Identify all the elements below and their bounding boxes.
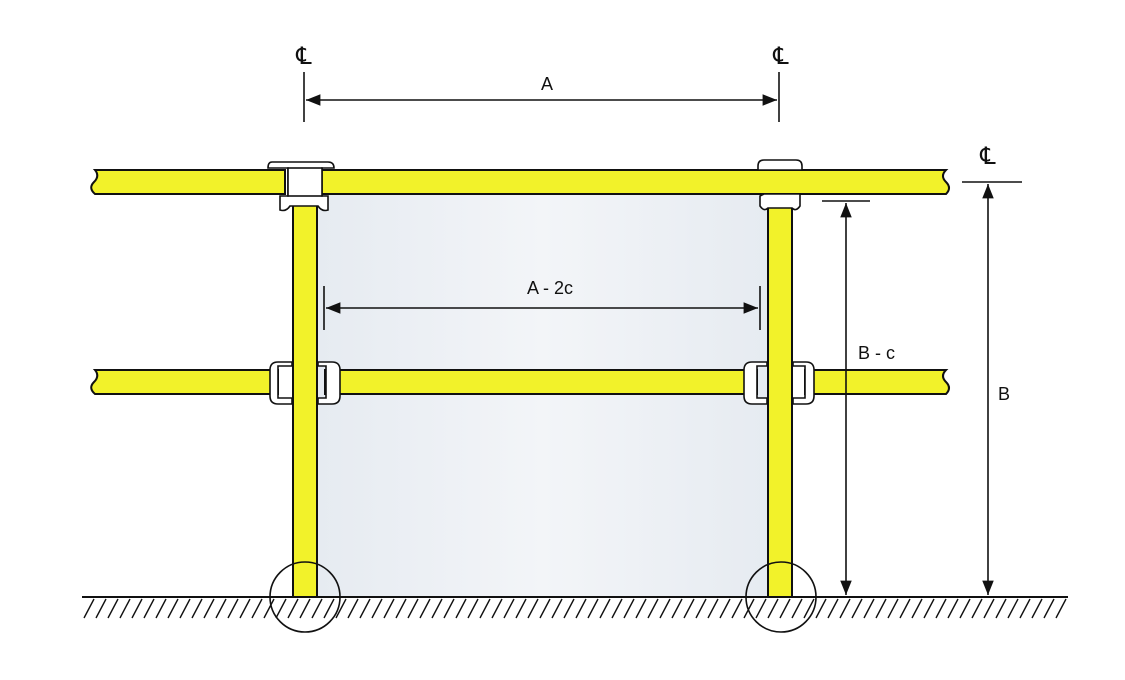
dimension-b-minus-c-label: B - c [858,343,895,363]
top-rail-centerline-symbol: ℄ [979,142,996,170]
dimension-b-label: B [998,384,1010,404]
left-post-centerline-symbol: ℄ [295,42,312,70]
right-base-detail-circle [745,561,817,633]
dimension-b-minus-c: B - c [822,200,895,595]
mid-rail-left [90,369,279,395]
dimension-a-label: A [541,74,553,94]
mid-rail-center [324,369,758,395]
right-post [767,195,793,598]
ground-hatching [83,598,1067,619]
top-rail-left [90,169,286,195]
right-post-centerline-symbol: ℄ [772,42,789,70]
dimension-a-minus-2c: A - 2c [323,278,761,330]
infill-panel [318,195,768,597]
left-post [292,195,318,598]
dimension-a: A ℄ ℄ [295,42,789,122]
left-mid-fitting [269,361,341,405]
ground [82,596,1068,619]
right-mid-fitting [743,361,815,405]
left-top-fitting [267,161,335,212]
dimension-b: B ℄ [962,142,1022,595]
mid-rail-right [804,369,950,395]
top-rail-main [319,169,950,195]
right-top-fitting [757,159,803,211]
left-base-detail-circle [269,561,341,633]
dimension-a-minus-2c-label: A - 2c [527,278,573,298]
